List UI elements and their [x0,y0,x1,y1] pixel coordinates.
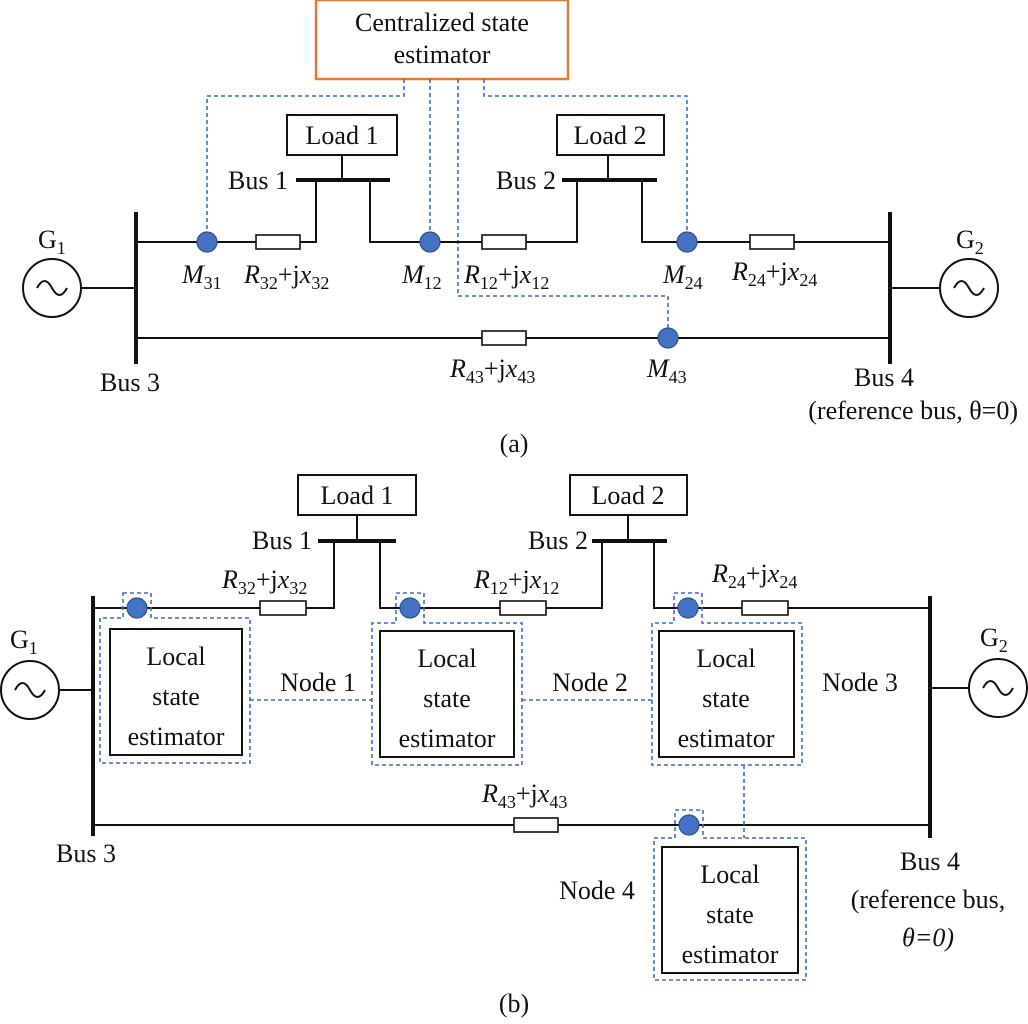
impedance-r32-a [255,234,301,250]
node4-estimator-box [661,846,799,974]
node2-estimator-line2: state [423,684,471,713]
node2-estimator-line3: estimator [399,724,496,753]
node2-estimator-box [379,630,515,758]
load2-label-b: Load 2 [592,481,665,510]
bus2-label-a: Bus 2 [496,166,556,195]
node2-estimator-line1: Local [417,644,476,673]
link-m43 [457,79,669,334]
node3-estimator-line3: estimator [678,724,775,753]
bus4-label-b: Bus 4 [900,847,960,876]
impedance-label-24-b: R24+jx24 [711,559,797,592]
link-m24 [483,79,688,238]
node4-meter [678,814,700,836]
impedance-label-24-a: R24+jx24 [731,257,817,290]
ac-source-icon [982,680,1014,696]
bus3-label-a: Bus 3 [100,368,160,397]
generator-label-g2-b: G2 [980,623,1008,656]
load2-box-a [556,114,665,156]
bus2-label-b: Bus 2 [528,526,588,555]
node2-label: Node 2 [552,668,628,697]
node-4: Local state estimator Node 4 [559,809,807,981]
bus1-label-b: Bus 1 [252,526,312,555]
impedance-label-32-a: R32+jx32 [243,260,329,293]
load1-label-a: Load 1 [306,121,379,150]
meter-m12 [419,231,441,253]
ac-source-icon [14,682,46,698]
node1-meter [126,597,148,619]
node3-boundary [651,592,803,766]
centralized-estimator-label-2: estimator [394,40,491,69]
impedance-label-43-b: R43+jx43 [481,779,567,812]
impedance-r43-b [513,817,559,833]
node2-meter [399,597,421,619]
impedance-label-32-b: R32+jx32 [221,565,307,598]
meter-label-m43: M43 [646,354,687,387]
meter-label-m12: M12 [401,260,442,293]
meter-m24 [676,231,698,253]
node3-label: Node 3 [822,668,898,697]
node4-estimator-line2: state [706,900,754,929]
impedance-r43-a [481,330,527,346]
impedance-r24-b [741,600,789,616]
generator-label-g1-a: G1 [38,225,66,258]
node3-estimator-box [658,630,795,758]
node3-meter [677,597,699,619]
load2-label-a: Load 2 [574,121,647,150]
node4-boundary [653,809,807,981]
meter-m31 [196,231,218,253]
node-1: Local state estimator Node 1 [99,592,356,764]
impedance-r32-b [259,600,307,616]
bus4-note-a: (reference bus, θ=0) [808,396,1018,425]
node1-estimator-line2: state [152,682,200,711]
node-2: Local state estimator Node 2 [371,592,628,766]
node4-estimator-line3: estimator [682,940,779,969]
bus1-label-a: Bus 1 [228,166,288,195]
impedance-label-12-a: R12+jx12 [463,260,549,293]
meter-label-m31: M31 [181,260,222,293]
bus3-label-b: Bus 3 [56,839,116,868]
node-3: Local state estimator Node 3 [651,592,898,766]
bus4-label-a: Bus 4 [854,363,914,392]
node2-boundary [371,592,523,766]
node4-estimator-line1: Local [700,860,759,889]
centralized-estimator-label-1: Centralized state [355,8,529,37]
load1-label-b: Load 1 [321,481,394,510]
impedance-r24-a [749,234,795,250]
node1-estimator-box [109,628,243,756]
meter-label-m24: M24 [662,260,703,293]
impedance-label-12-b: R12+jx12 [473,565,559,598]
node3-estimator-line2: state [702,684,750,713]
ac-source-icon [953,280,985,296]
bus4-note-b-2: θ=0) [902,923,954,952]
panel-b: Load 1 Load 2 Bus 1 Bus 2 R32+jx32 R12+j… [0,474,1028,1018]
load1-box-b [297,474,417,516]
generator-label-g1-b: G1 [10,625,38,658]
load2-box-b [569,474,688,516]
node1-estimator-line1: Local [146,642,205,671]
impedance-label-43-a: R43+jx43 [449,354,535,387]
node3-estimator-line1: Local [696,644,755,673]
meter-m43 [657,327,679,349]
load1-box-a [286,114,398,156]
link-m31 [206,79,405,238]
node4-label: Node 4 [559,876,635,905]
node1-boundary [99,592,251,764]
panel-a: Centralized state estimator Load 1 Load … [22,0,1018,458]
ac-source-icon [36,280,68,296]
generator-label-g2-a: G2 [956,225,984,258]
caption-b: (b) [499,989,529,1018]
node1-estimator-line3: estimator [128,722,225,751]
bus4-note-b-1: (reference bus, [851,885,1005,914]
impedance-r12-b [499,600,547,616]
caption-a: (a) [500,429,529,458]
impedance-r12-a [481,234,527,250]
centralized-estimator-box [314,0,570,81]
node1-label: Node 1 [280,668,356,697]
